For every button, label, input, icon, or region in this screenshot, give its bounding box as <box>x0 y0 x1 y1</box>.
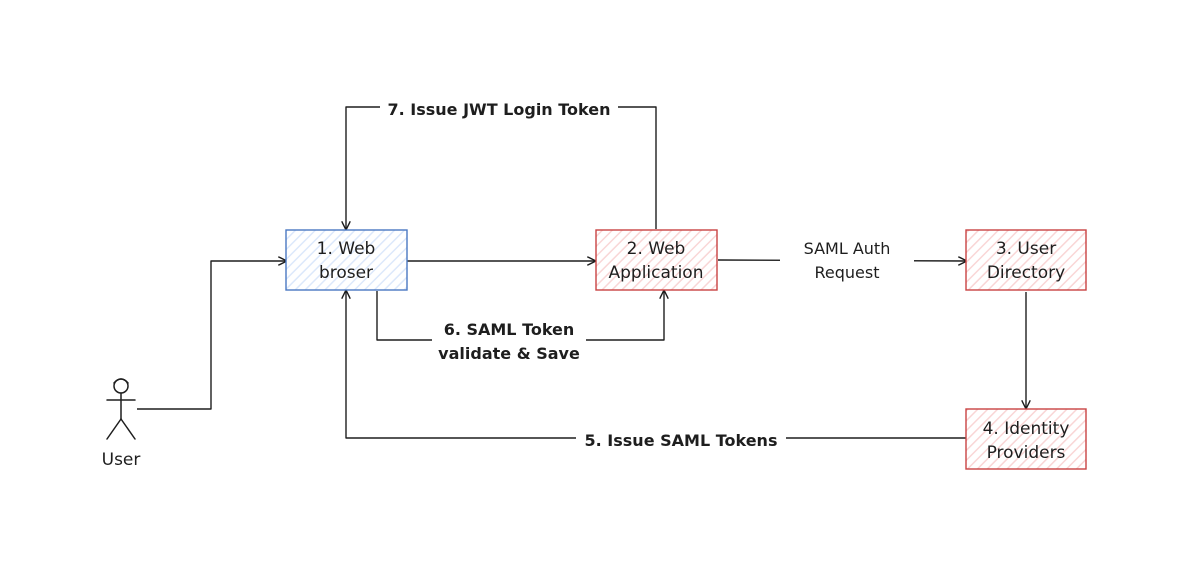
label-bg-issue-saml <box>576 429 786 451</box>
edge-issue-jwt <box>346 106 657 229</box>
node-user-label: User <box>102 450 141 470</box>
node-web-browser-line2: broser <box>319 263 373 283</box>
node-web-application[interactable]: 2. Web Application <box>595 229 718 291</box>
label-bg-saml-auth <box>780 236 914 286</box>
stick-figure-user-icon <box>106 378 136 440</box>
label-bg-saml-validate <box>432 318 586 364</box>
node-user[interactable]: User <box>102 378 141 470</box>
node-web-application-box <box>595 229 718 291</box>
edge-issue-saml-tokens <box>346 291 966 439</box>
label-issue-saml: 5. Issue SAML Tokens <box>585 431 778 450</box>
label-issue-jwt: 7. Issue JWT Login Token <box>388 100 611 119</box>
node-web-application-line1: 2. Web <box>627 239 686 259</box>
edge-user-to-browser <box>137 261 286 410</box>
node-web-browser-box <box>285 229 408 291</box>
node-user-directory-line2: Directory <box>987 263 1065 283</box>
label-saml-validate-line2: validate & Save <box>438 344 580 363</box>
label-saml-auth-line2: Request <box>815 263 880 282</box>
node-web-browser-line1: 1. Web <box>317 239 376 259</box>
node-user-directory-box <box>965 229 1087 291</box>
node-identity-providers-line2: Providers <box>987 443 1066 463</box>
node-user-directory[interactable]: 3. User Directory <box>965 229 1087 291</box>
label-saml-auth-line1: SAML Auth <box>804 239 891 258</box>
node-user-directory-line1: 3. User <box>996 239 1056 259</box>
node-web-browser[interactable]: 1. Web broser <box>285 229 408 291</box>
label-saml-validate-line1: 6. SAML Token <box>444 320 575 339</box>
label-bg-issue-jwt <box>380 98 618 120</box>
node-identity-providers-line1: 4. Identity <box>983 419 1070 439</box>
node-web-application-line2: Application <box>609 263 704 283</box>
node-identity-providers-box <box>965 408 1087 470</box>
node-identity-providers[interactable]: 4. Identity Providers <box>965 408 1087 470</box>
